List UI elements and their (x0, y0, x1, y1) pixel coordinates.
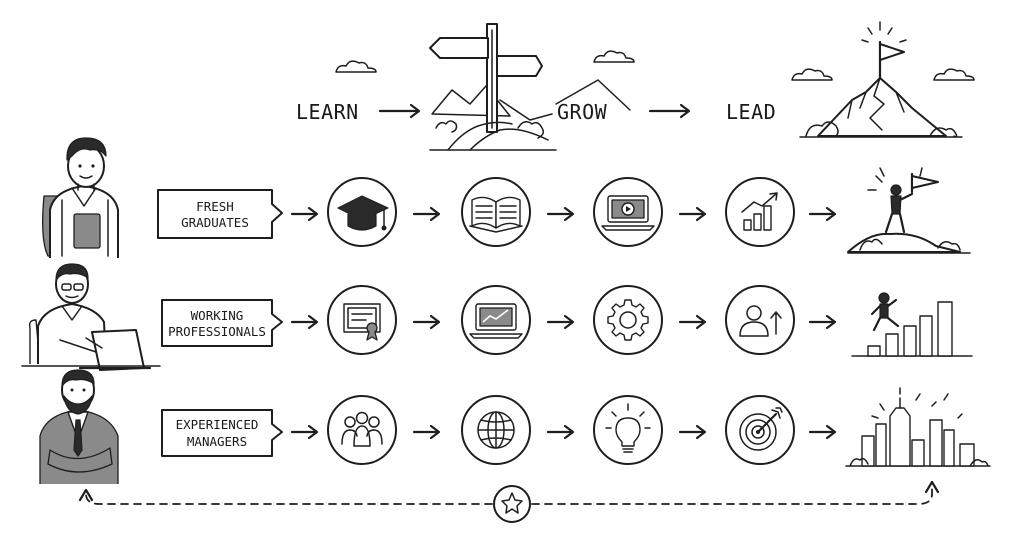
target-icon (739, 407, 783, 451)
manager-avatar (39, 369, 119, 484)
flow-arrow (546, 424, 575, 440)
open-book-icon (469, 196, 523, 233)
growth-chart-icon (741, 192, 778, 231)
mountain-flag-icon (791, 21, 975, 138)
step-circle (725, 177, 795, 247)
summit-flag-climber-icon (847, 167, 971, 254)
stage-label-grow: GROW (557, 100, 608, 124)
step-circle (593, 177, 663, 247)
tag-experienced-managers: EXPERIENCED MANAGERS (161, 409, 283, 457)
globe-icon (477, 411, 515, 449)
graduation-cap-icon (337, 195, 389, 231)
signpost-icon (335, 23, 635, 151)
stage-label-lead: LEAD (726, 100, 776, 124)
user-up-icon (739, 305, 782, 337)
step-circle (327, 285, 397, 355)
flow-arrow (678, 206, 707, 222)
climbing-bar-chart-icon (851, 292, 973, 357)
step-circle (461, 285, 531, 355)
row-fresh-graduates: FRESH GRADUATES (42, 137, 971, 258)
flow-arrow (808, 424, 837, 440)
step-circle (725, 285, 795, 355)
gear-icon (607, 299, 649, 341)
step-circle (327, 177, 397, 247)
flow-arrow (412, 424, 441, 440)
row-working-professionals: WORKING PROFESSIONALS (21, 263, 973, 371)
tag-working-professionals: WORKING PROFESSIONALS (161, 299, 283, 347)
feedback-loop (78, 480, 940, 523)
flow-arrow (412, 206, 441, 222)
flow-arrow (546, 206, 575, 222)
flow-arrow (678, 314, 707, 330)
flow-arrow (412, 314, 441, 330)
tag-line-2: MANAGERS (187, 434, 247, 449)
professional-avatar (21, 263, 161, 371)
city-skyline-icon (845, 387, 991, 467)
analytics-laptop-icon (469, 303, 523, 339)
student-avatar (42, 137, 119, 258)
certificate-icon (343, 303, 381, 341)
tag-line-1: WORKING (191, 308, 244, 323)
step-circle (327, 395, 397, 465)
step-circle (593, 285, 663, 355)
flow-arrow (546, 314, 575, 330)
flow-arrow (290, 314, 319, 330)
stage-label-learn: LEARN (296, 100, 359, 124)
step-circle (461, 177, 531, 247)
row-experienced-managers: EXPERIENCED MANAGERS (39, 369, 991, 484)
star-icon (501, 492, 523, 514)
video-laptop-icon (601, 195, 655, 231)
tag-line-2: PROFESSIONALS (168, 324, 266, 339)
flow-arrow (290, 424, 319, 440)
header: LEARN GROW LEAD (296, 21, 975, 151)
team-icon (341, 411, 383, 447)
step-circle (593, 395, 663, 465)
flow-arrow (808, 206, 837, 222)
lightbulb-icon (605, 403, 651, 453)
tag-fresh-graduates: FRESH GRADUATES (157, 189, 283, 239)
star-badge (493, 485, 531, 523)
tag-line-2: GRADUATES (181, 215, 249, 230)
flow-arrow (808, 314, 837, 330)
arrow-learn-grow (378, 103, 421, 119)
flow-arrow (290, 206, 319, 222)
tag-line-1: EXPERIENCED (176, 417, 259, 432)
tag-line-1: FRESH (196, 199, 234, 214)
step-circle (725, 395, 795, 465)
step-circle (461, 395, 531, 465)
arrow-grow-lead (648, 103, 691, 119)
flow-arrow (678, 424, 707, 440)
